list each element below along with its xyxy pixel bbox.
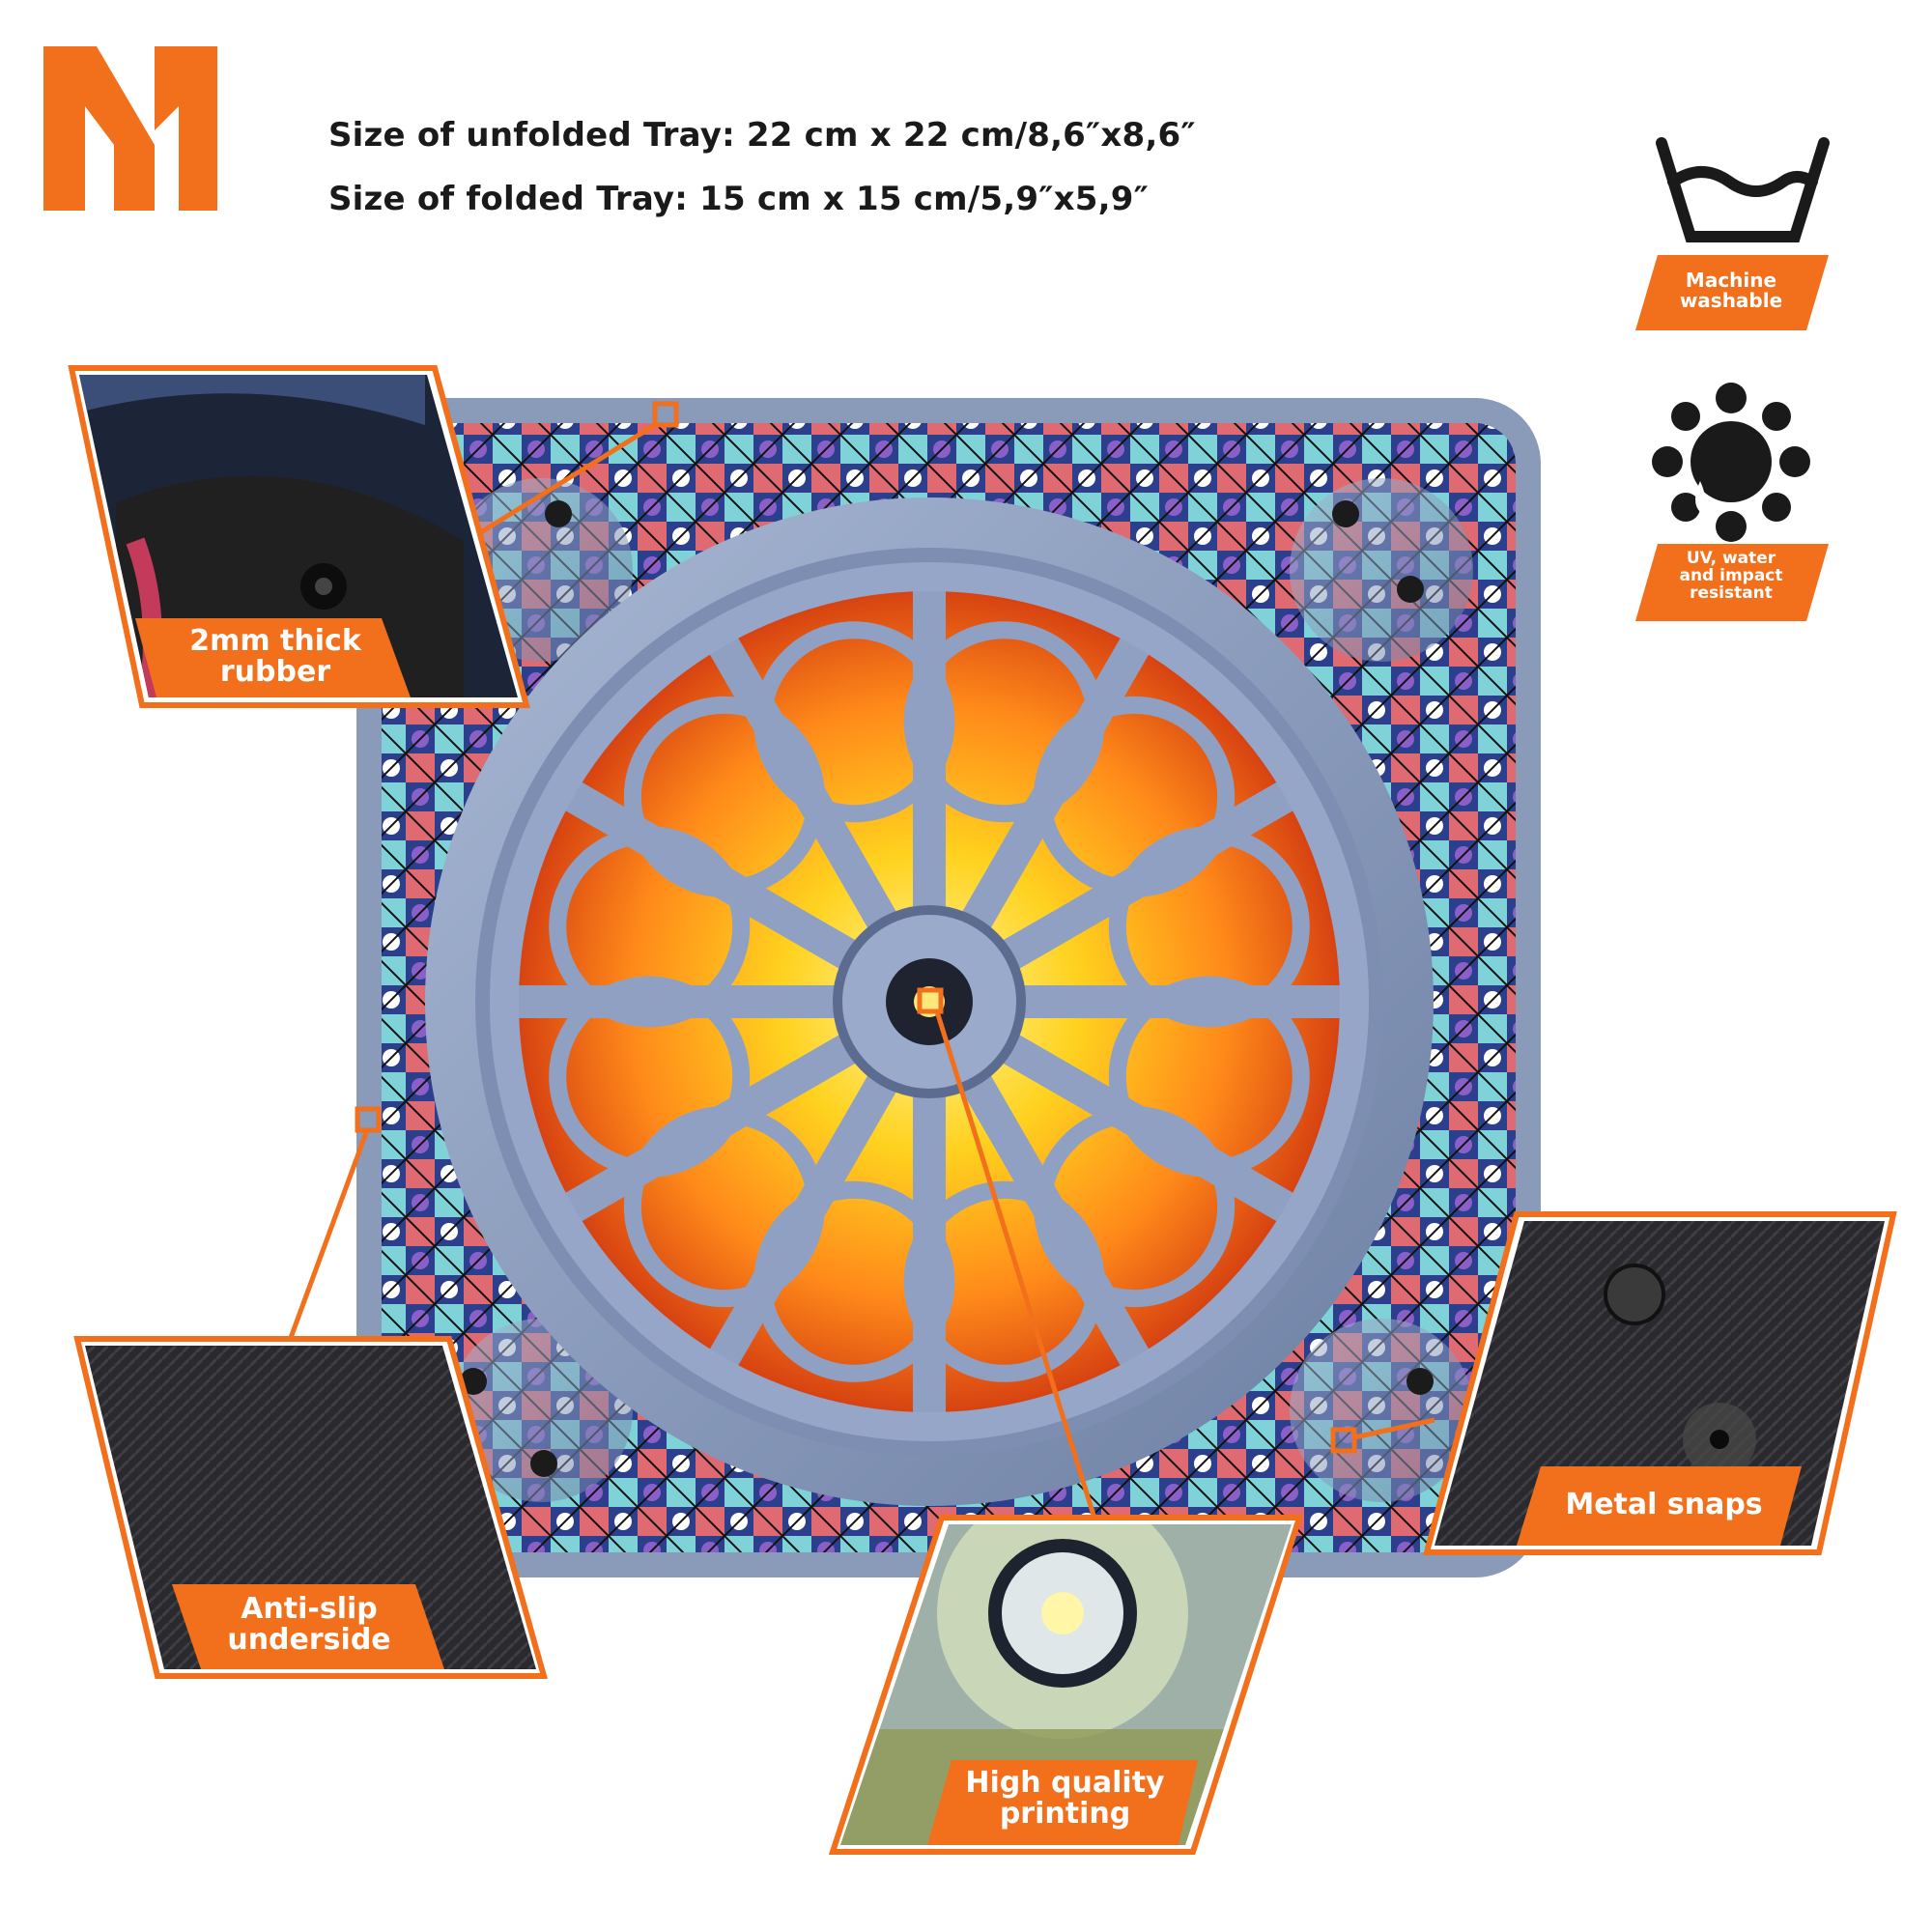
rose-petal <box>549 976 751 1178</box>
snaps-line1: Metal snaps <box>1565 1488 1763 1521</box>
rose-spoke <box>702 1072 898 1378</box>
callout-leader-lines <box>285 422 1435 1525</box>
rose-petal <box>903 1180 1105 1382</box>
resistant-line3: resistant <box>1690 582 1773 603</box>
unfolded-size-text: Size of unfolded Tray: 22 cm x 22 cm/8,6… <box>328 116 1196 155</box>
snaps-callout <box>1423 1211 1897 1555</box>
printing-line1: High quality <box>965 1766 1165 1800</box>
antislip-callout <box>73 1336 548 1679</box>
resistant-line1: UV, water <box>1686 549 1776 568</box>
rose-spoke <box>960 1072 1156 1378</box>
rose-petal <box>1108 826 1310 1028</box>
rubber-label: 2mm thick rubber <box>150 626 401 687</box>
rubber-line2: rubber <box>219 654 331 689</box>
resistant-badge <box>1635 383 1829 621</box>
wash-basin-icon <box>1656 137 1830 242</box>
snaps-label: Metal snaps <box>1531 1490 1797 1520</box>
resistant-label: UV, water and impact resistant <box>1654 549 1808 603</box>
sun-water-icon <box>1652 383 1810 542</box>
product-tray <box>356 398 1541 1577</box>
rubber-line1: 2mm thick <box>189 624 361 658</box>
callout-markers <box>355 401 1357 1454</box>
washable-line1: Machine <box>1685 269 1777 292</box>
antislip-label: Anti-slip underside <box>184 1594 435 1655</box>
rose-spoke <box>1000 1033 1306 1229</box>
rubber-callout <box>68 365 530 708</box>
rose-spoke <box>702 625 898 931</box>
rose-spoke <box>553 1033 859 1229</box>
folded-size-text: Size of folded Tray: 15 cm x 15 cm/5,9″x… <box>328 180 1149 218</box>
antislip-line1: Anti-slip <box>241 1592 378 1626</box>
washable-line2: washable <box>1679 289 1783 312</box>
rose-spoke <box>1000 775 1306 971</box>
printing-label: High quality printing <box>937 1768 1193 1829</box>
rose-spoke <box>553 775 859 971</box>
m1-logo <box>43 46 217 211</box>
rose-petal <box>753 621 955 823</box>
rose-spoke <box>960 625 1156 931</box>
printing-line2: printing <box>999 1796 1131 1831</box>
washable-label: Machine washable <box>1654 270 1808 311</box>
antislip-line2: underside <box>227 1622 391 1657</box>
washable-badge <box>1635 137 1830 330</box>
resistant-line2: and impact <box>1679 565 1783 585</box>
